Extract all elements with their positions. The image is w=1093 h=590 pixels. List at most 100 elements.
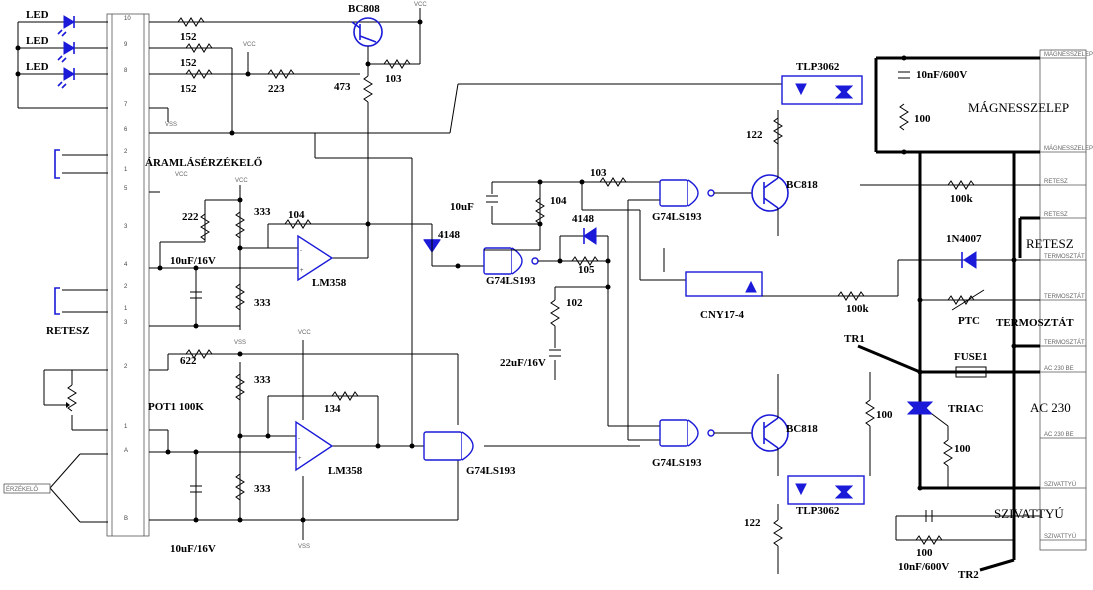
- resistor-105: 105: [578, 264, 595, 276]
- g74-gate-lower-left: [423, 431, 463, 461]
- g74-gate-lower-right: [659, 419, 689, 447]
- resistor-100k-b: 100k: [846, 303, 870, 315]
- tlp3062-top-label: TLP3062: [796, 61, 840, 73]
- diode-4148-a: 4148: [438, 229, 461, 241]
- left-connector-pin: 1: [124, 306, 128, 312]
- svg-text:+: +: [298, 456, 302, 462]
- lm358-upper-label: LM358: [312, 277, 347, 289]
- left-connector-pin: 6: [124, 127, 128, 133]
- right-connector-pin: RETESZ: [1044, 179, 1068, 185]
- lm358-upper-opamp: [297, 234, 334, 282]
- termosztat-label: TERMOSZTÁT: [996, 317, 1074, 329]
- left-connector-pin: 2: [124, 364, 128, 370]
- bc808-transistor: [351, 8, 421, 65]
- ac230-label: AC 230: [1030, 400, 1071, 415]
- right-connector-pin: RETESZ: [1044, 212, 1068, 218]
- left-connector-pin: 2: [124, 149, 128, 155]
- g74-label-c: G74LS193: [652, 211, 702, 223]
- cap-10uf: 10uF: [450, 201, 474, 213]
- g74-gate-middle: [483, 247, 513, 275]
- resistor-122-b: 122: [744, 517, 761, 529]
- vss-333: VSS: [234, 340, 246, 346]
- pot-wires: [43, 340, 459, 540]
- led-label-1: LED: [26, 9, 49, 21]
- tank-sensor-wires: [49, 453, 108, 523]
- flow-sensor-label: ÁRAMLÁSÉRZÉKELŐ: [145, 157, 263, 169]
- left-connector-pin: 2: [124, 284, 128, 290]
- retesz-left-label: RETESZ: [46, 325, 89, 337]
- tlp3062-bottom-label: TLP3062: [796, 505, 840, 517]
- right-connector-pin: SZIVATTYÚ: [1044, 533, 1076, 540]
- right-connector-pin: MÁGNESSZELEP: [1044, 145, 1093, 152]
- resistor-102: 102: [566, 297, 583, 309]
- top-wires: [149, 21, 790, 445]
- resistors-152: [177, 17, 213, 79]
- resistor-100-left: 100: [876, 409, 893, 421]
- bc808-label: BC808: [348, 3, 380, 15]
- g74-gate-upper-right: [659, 179, 689, 207]
- fuse: [955, 366, 987, 378]
- resistor-152-c: 152: [180, 83, 197, 95]
- resistor-134: 134: [324, 403, 341, 415]
- pot-label: POT1 100K: [148, 401, 204, 413]
- left-connector-pin: 4: [124, 262, 128, 268]
- resistor-333-a: 333: [254, 206, 271, 218]
- cap-10uf-16v-a: 10uF/16V: [170, 255, 216, 267]
- resistor-333-b: 333: [254, 297, 271, 309]
- resistor-222: 222: [182, 211, 199, 223]
- svg-text:-: -: [298, 436, 300, 442]
- left-connector-pin: 5: [124, 186, 128, 192]
- resistor-152-a: 152: [180, 31, 197, 43]
- resistor-104-mid: 104: [550, 195, 567, 207]
- cap-10uf-16v-b: 10uF/16V: [170, 543, 216, 555]
- retesz-right-label: RETESZ: [1026, 236, 1074, 251]
- cny17-label: CNY17-4: [700, 309, 744, 321]
- vss-lm358: VSS: [298, 544, 310, 550]
- vcc-flow: VCC: [175, 172, 188, 178]
- led-group: [15, 15, 108, 109]
- resistor-223: 223: [268, 83, 285, 95]
- mains-wiring: [857, 56, 1040, 572]
- bc818-upper-label: BC818: [786, 179, 818, 191]
- cap-22uf-16v: 22uF/16V: [500, 357, 546, 369]
- g74-label-b: G74LS193: [486, 275, 536, 287]
- left-connector-pin: 3: [124, 320, 128, 326]
- cap-10nf-600v-bottom: 10nF/600V: [898, 561, 949, 573]
- right-connector-pin: TERMOSZTÁT: [1044, 293, 1085, 300]
- ptc-label: PTC: [958, 315, 980, 327]
- bc818-upper-transistor: [751, 174, 789, 212]
- left-connector-pin: 10: [124, 16, 131, 22]
- resistor-100-right: 100: [954, 443, 971, 455]
- resistor-333-d: 333: [254, 483, 271, 495]
- vcc-223: VCC: [243, 42, 256, 48]
- magnes-label: MÁGNESSZELEP: [968, 100, 1069, 115]
- resistor-100-bottom: 100: [916, 547, 933, 559]
- lm358-lower-label: LM358: [328, 465, 363, 477]
- svg-text:+: +: [300, 268, 304, 274]
- right-connector-pin: SZIVATTYÚ: [1044, 481, 1076, 488]
- left-connector-pin: 9: [124, 42, 128, 48]
- tank-sensor-label: ÉRZÉKELŐ: [6, 486, 38, 493]
- right-connector-pin: AC 230 BE: [1044, 432, 1074, 438]
- diode-1n4007: 1N4007: [946, 233, 982, 245]
- szivattyu-label: SZIVATTYÚ: [994, 506, 1064, 521]
- left-connector-pin: 7: [124, 102, 128, 108]
- lm358-lower-opamp: [295, 420, 334, 472]
- g74-label-a: G74LS193: [466, 465, 516, 477]
- left-connector: [106, 13, 150, 537]
- vss-top: VSS: [165, 122, 177, 128]
- mid-right-wires: [554, 199, 660, 441]
- left-connector-pin: A: [124, 448, 128, 454]
- left-connector-pin: 8: [124, 68, 128, 74]
- left-connector-pin: 1: [124, 167, 128, 173]
- bc818-lower-transistor: [751, 414, 789, 452]
- resistor-622: 622: [180, 355, 197, 367]
- tr2-label: TR2: [958, 569, 979, 581]
- bc818-lower-label: BC818: [786, 423, 818, 435]
- right-connector-pin: TERMOSZTÁT: [1044, 339, 1085, 346]
- vcc-top: VCC: [414, 2, 427, 8]
- resistor-100k-a: 100k: [950, 193, 974, 205]
- right-connector-pin: AC 230 BE: [1044, 366, 1074, 372]
- led-label-3: LED: [26, 61, 49, 73]
